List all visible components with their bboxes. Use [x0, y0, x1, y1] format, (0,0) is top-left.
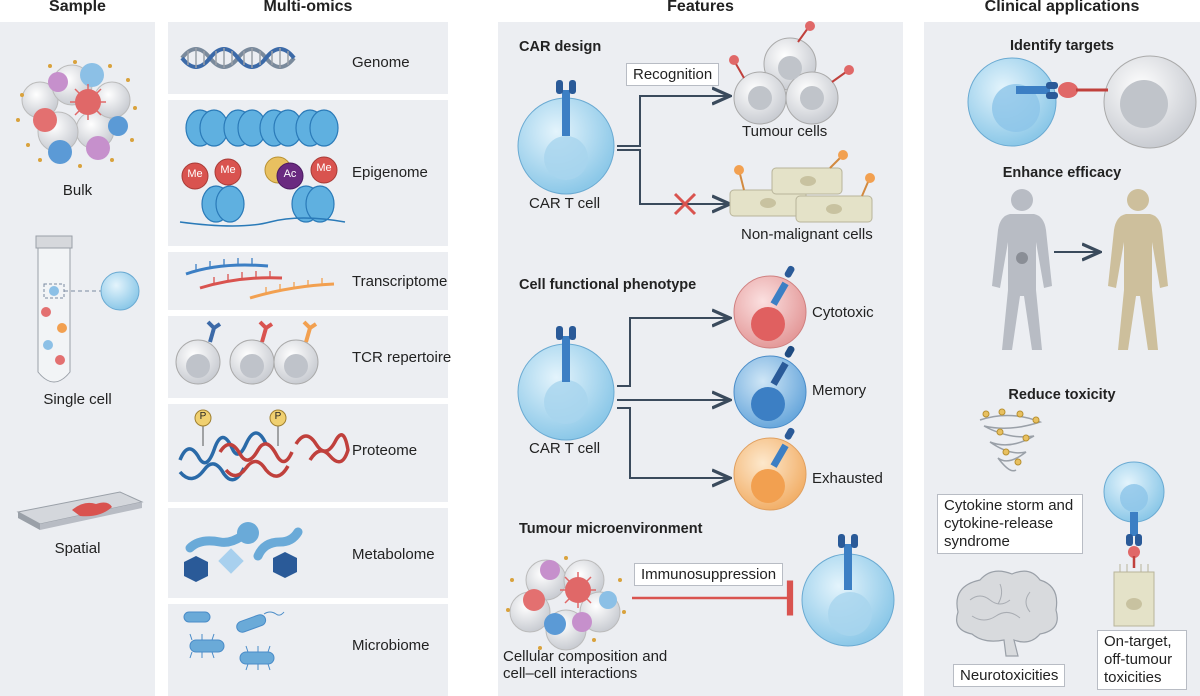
tumour-cells-label: Tumour cells	[742, 123, 828, 140]
me-mark-3: Me	[316, 162, 332, 174]
col-title-features: Features	[667, 0, 734, 15]
bulk-label: Bulk	[62, 182, 93, 199]
exhausted-arrow	[617, 407, 728, 478]
recognition-arrow	[617, 96, 728, 147]
bulk-cluster-icon	[16, 60, 137, 168]
col-title-multiomics: Multi-omics	[263, 0, 353, 15]
microbiome-label: Microbiome	[352, 637, 430, 654]
reduce-toxicity-heading: Reduce toxicity	[1008, 387, 1116, 403]
genome-box	[168, 22, 448, 94]
non-recognition-arrow	[617, 149, 728, 204]
car-t-cell-label-2: CAR T cell	[529, 440, 601, 457]
spatial-slide-icon	[16, 491, 144, 530]
tumour-in-patient-icon	[1016, 252, 1028, 264]
spatial-label: Spatial	[54, 540, 101, 557]
tcr-label: TCR repertoire	[352, 349, 452, 366]
genome-label: Genome	[352, 54, 410, 71]
cytotoxic-label: Cytotoxic	[812, 304, 874, 321]
patient-before-icon	[992, 189, 1052, 350]
me-mark-1: Me	[187, 168, 203, 180]
neurotoxicities-label: Neurotoxicities	[953, 664, 1066, 687]
car-t-cell-2-icon	[517, 326, 615, 441]
car-t-cell-label-1: CAR T cell	[529, 195, 601, 212]
tme-heading: Tumour microenvironment	[519, 521, 703, 537]
transcriptome-label: Transcriptome	[352, 273, 448, 290]
composition-label-line1: Cellular composition and	[503, 648, 668, 665]
transcriptome-rna-icon	[185, 258, 335, 300]
proteome-protein-icon	[178, 409, 350, 482]
metabolome-molecules-icon	[184, 522, 303, 582]
col-title-clinical: Clinical applications	[984, 0, 1140, 15]
phenotype-heading: Cell functional phenotype	[519, 277, 697, 293]
non-malignant-label: Non-malignant cells	[741, 226, 873, 243]
ac-mark: Ac	[283, 168, 297, 180]
car-design-heading: CAR design	[519, 39, 602, 55]
composition-label-line2: cell–cell interactions	[503, 665, 638, 682]
patient-after-icon	[1108, 189, 1168, 350]
immunosuppression-label: Immunosuppression	[634, 563, 784, 586]
recognition-label: Recognition	[626, 63, 720, 86]
p-mark-2: P	[274, 411, 282, 422]
epigenome-label: Epigenome	[352, 164, 428, 181]
car-t-cell-3-icon	[801, 534, 895, 647]
single-cell-label: Single cell	[43, 391, 112, 408]
p-mark-1: P	[199, 411, 207, 422]
proteome-label: Proteome	[352, 442, 418, 459]
microbiome-bacteria-icon	[183, 611, 285, 671]
exhausted-label: Exhausted	[812, 470, 883, 487]
car-t-cell-1-icon	[517, 80, 615, 195]
col-title-sample: Sample	[49, 0, 106, 15]
metabolome-label: Metabolome	[352, 546, 435, 563]
exhausted-cell-icon	[733, 427, 807, 511]
brain-icon	[956, 570, 1058, 657]
me-mark-2: Me	[220, 164, 236, 176]
tcr-cells-icon	[175, 320, 319, 385]
single-cell-tube-icon	[35, 235, 140, 383]
on-target-label: On-target, off-tumour toxicities	[1097, 630, 1187, 690]
epigenome-nucleosome-icon	[179, 109, 346, 227]
block-x-icon	[673, 192, 697, 216]
genome-dna-icon	[180, 47, 296, 69]
on-target-icon	[1103, 461, 1165, 627]
memory-cell-icon	[733, 345, 807, 429]
tumour-cells-icon	[729, 21, 854, 125]
enhance-efficacy-heading: Enhance efficacy	[1002, 165, 1122, 181]
non-malignant-cells-icon	[729, 150, 875, 223]
cytokine-storm-icon	[979, 408, 1043, 472]
cytotoxic-arrow	[617, 318, 728, 387]
metabolome-box	[168, 508, 448, 598]
cytokine-storm-label: Cytokine storm and cytokine-release synd…	[937, 494, 1083, 554]
cytotoxic-cell-icon	[733, 265, 807, 349]
memory-label: Memory	[812, 382, 867, 399]
identify-targets-heading: Identify targets	[1010, 38, 1114, 54]
tme-cluster-icon	[506, 556, 626, 651]
identify-targets-icon	[967, 55, 1197, 149]
